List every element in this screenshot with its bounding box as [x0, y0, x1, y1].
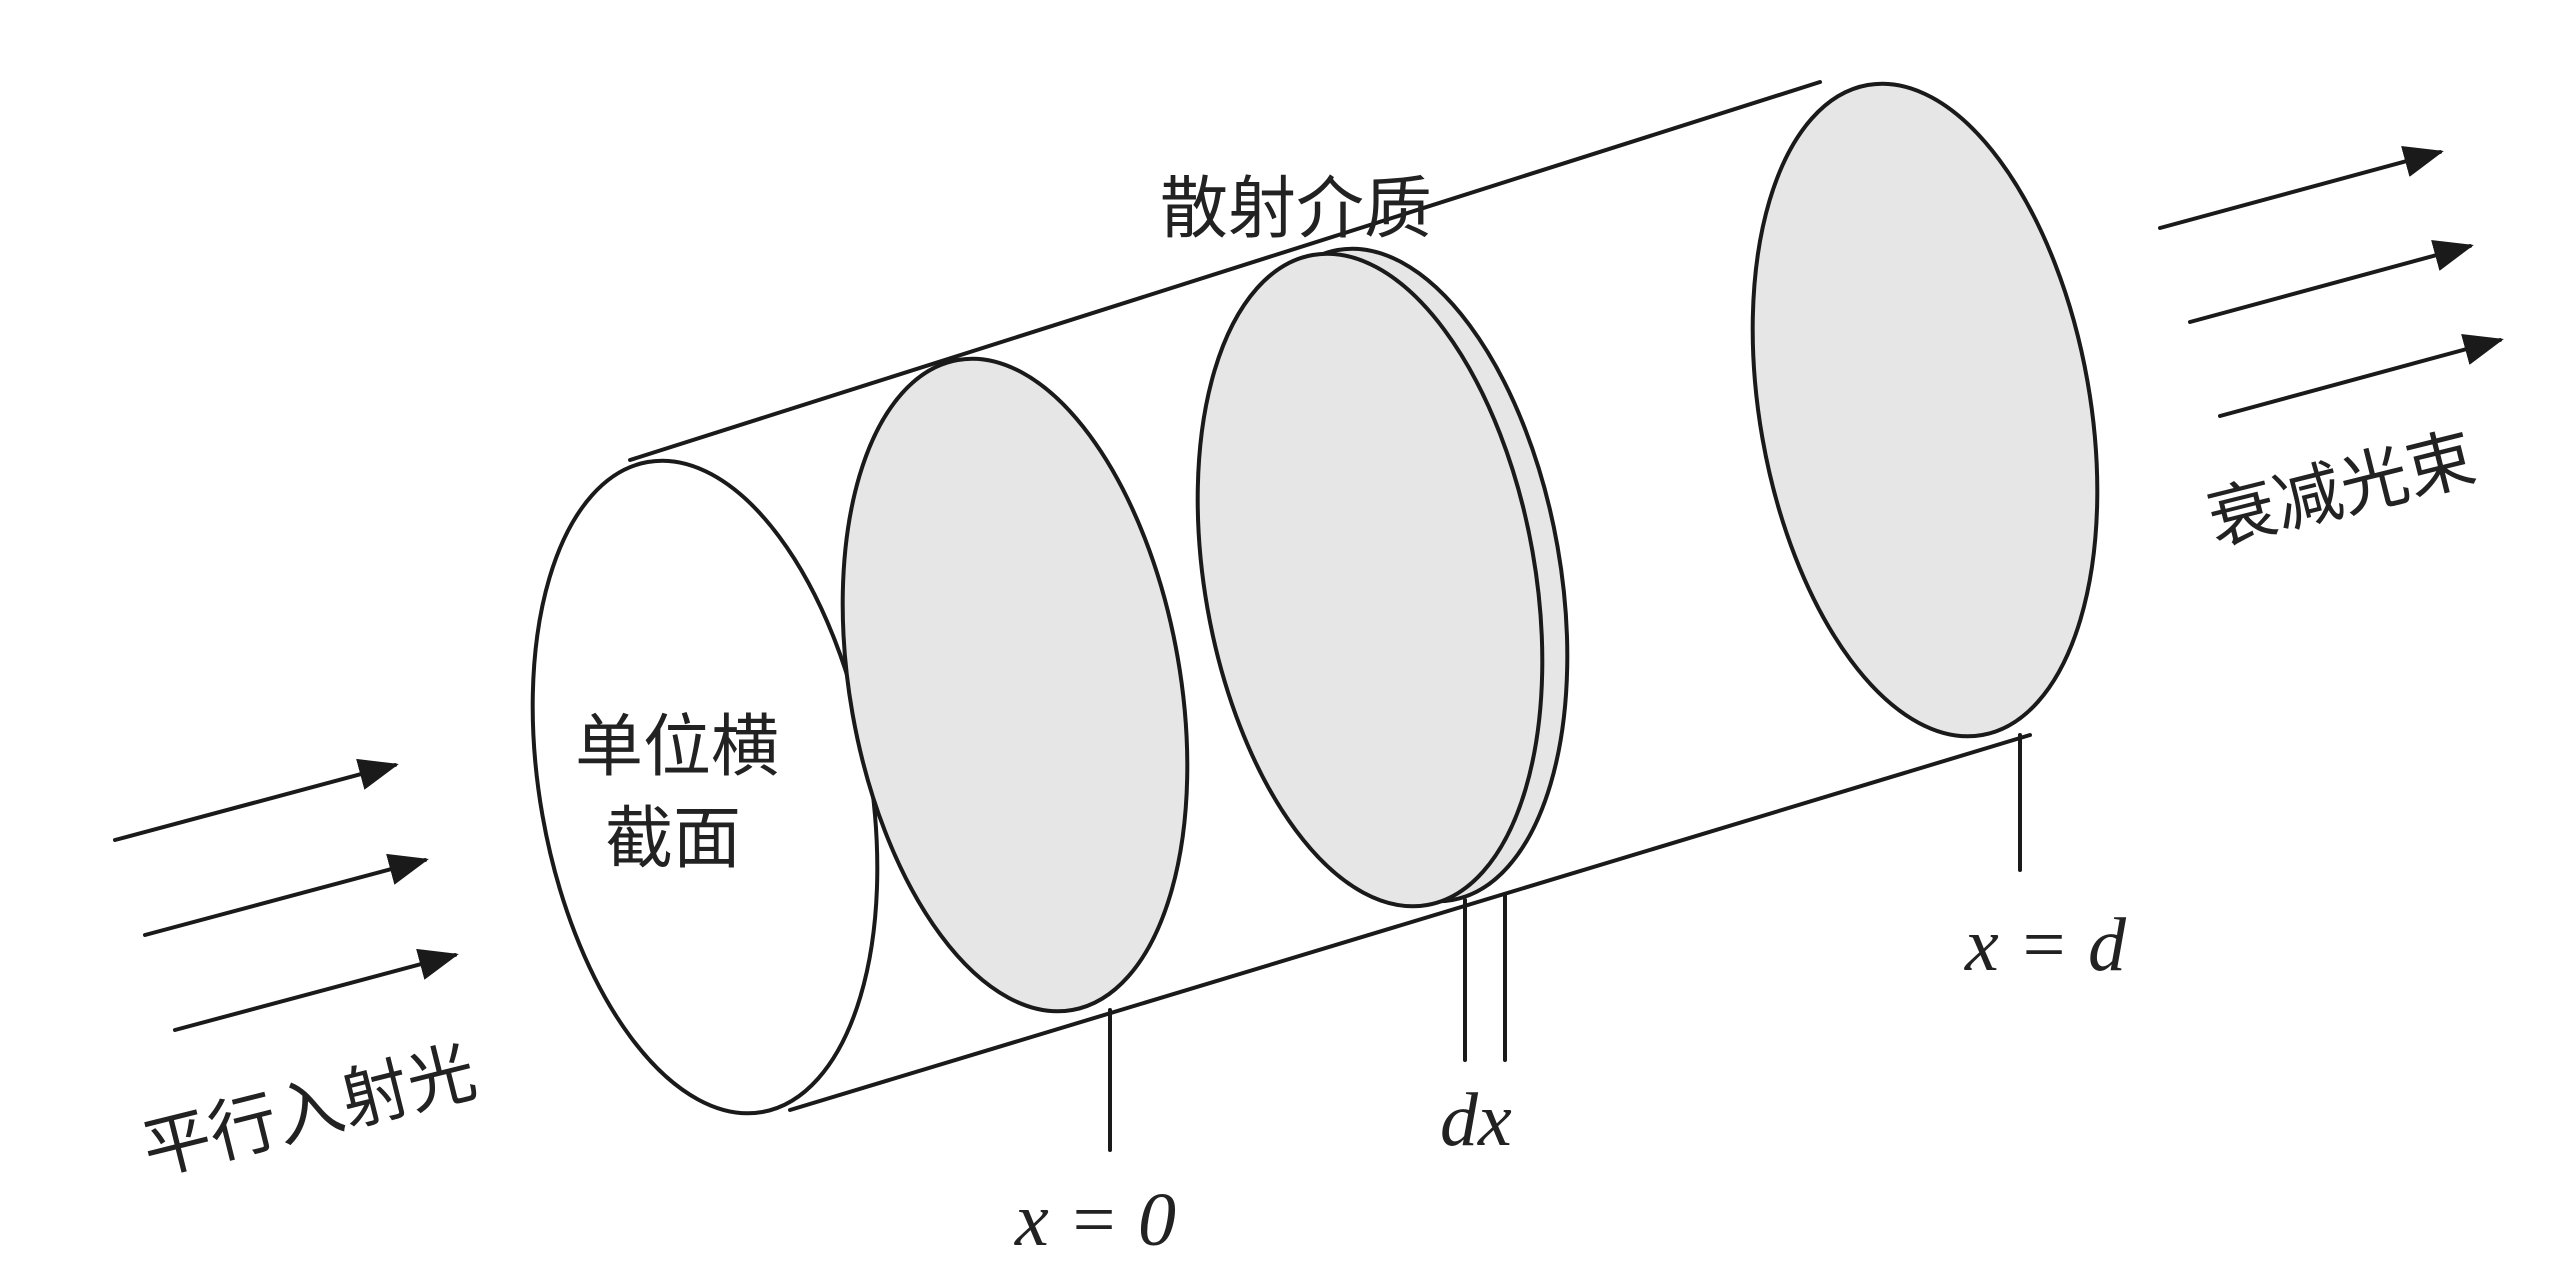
dx-label: dx [1440, 1078, 1512, 1162]
cylinder-top-edge [628, 80, 1822, 462]
attenuated-arrows [2158, 145, 2504, 418]
disk-dx-front [1195, 251, 1545, 909]
medium-label: 散射介质 [1160, 170, 1432, 249]
disk-xd [1750, 81, 2100, 739]
arrow-right-icon [143, 853, 429, 937]
xd-label: x = d [1964, 903, 2127, 987]
arrow-right-icon [113, 758, 399, 842]
arrow-right-icon [173, 948, 459, 1032]
attenuated-beam-label: 衰减光束 [2200, 419, 2483, 561]
arrow-right-icon [2158, 145, 2444, 230]
arrow-right-icon [2188, 239, 2474, 324]
incident-light-label: 平行入射光 [135, 1033, 484, 1192]
x0-label: x = 0 [1014, 1178, 1176, 1262]
cross-section-label-line1: 单位横 [575, 708, 779, 787]
disk-x0 [840, 356, 1190, 1014]
cylinder-body [628, 80, 2032, 1112]
cylinder-bottom-edge [788, 733, 2032, 1112]
arrow-right-icon [2218, 333, 2504, 418]
incident-arrows [113, 758, 459, 1032]
cross-section-label-line2: 截面 [605, 800, 741, 879]
